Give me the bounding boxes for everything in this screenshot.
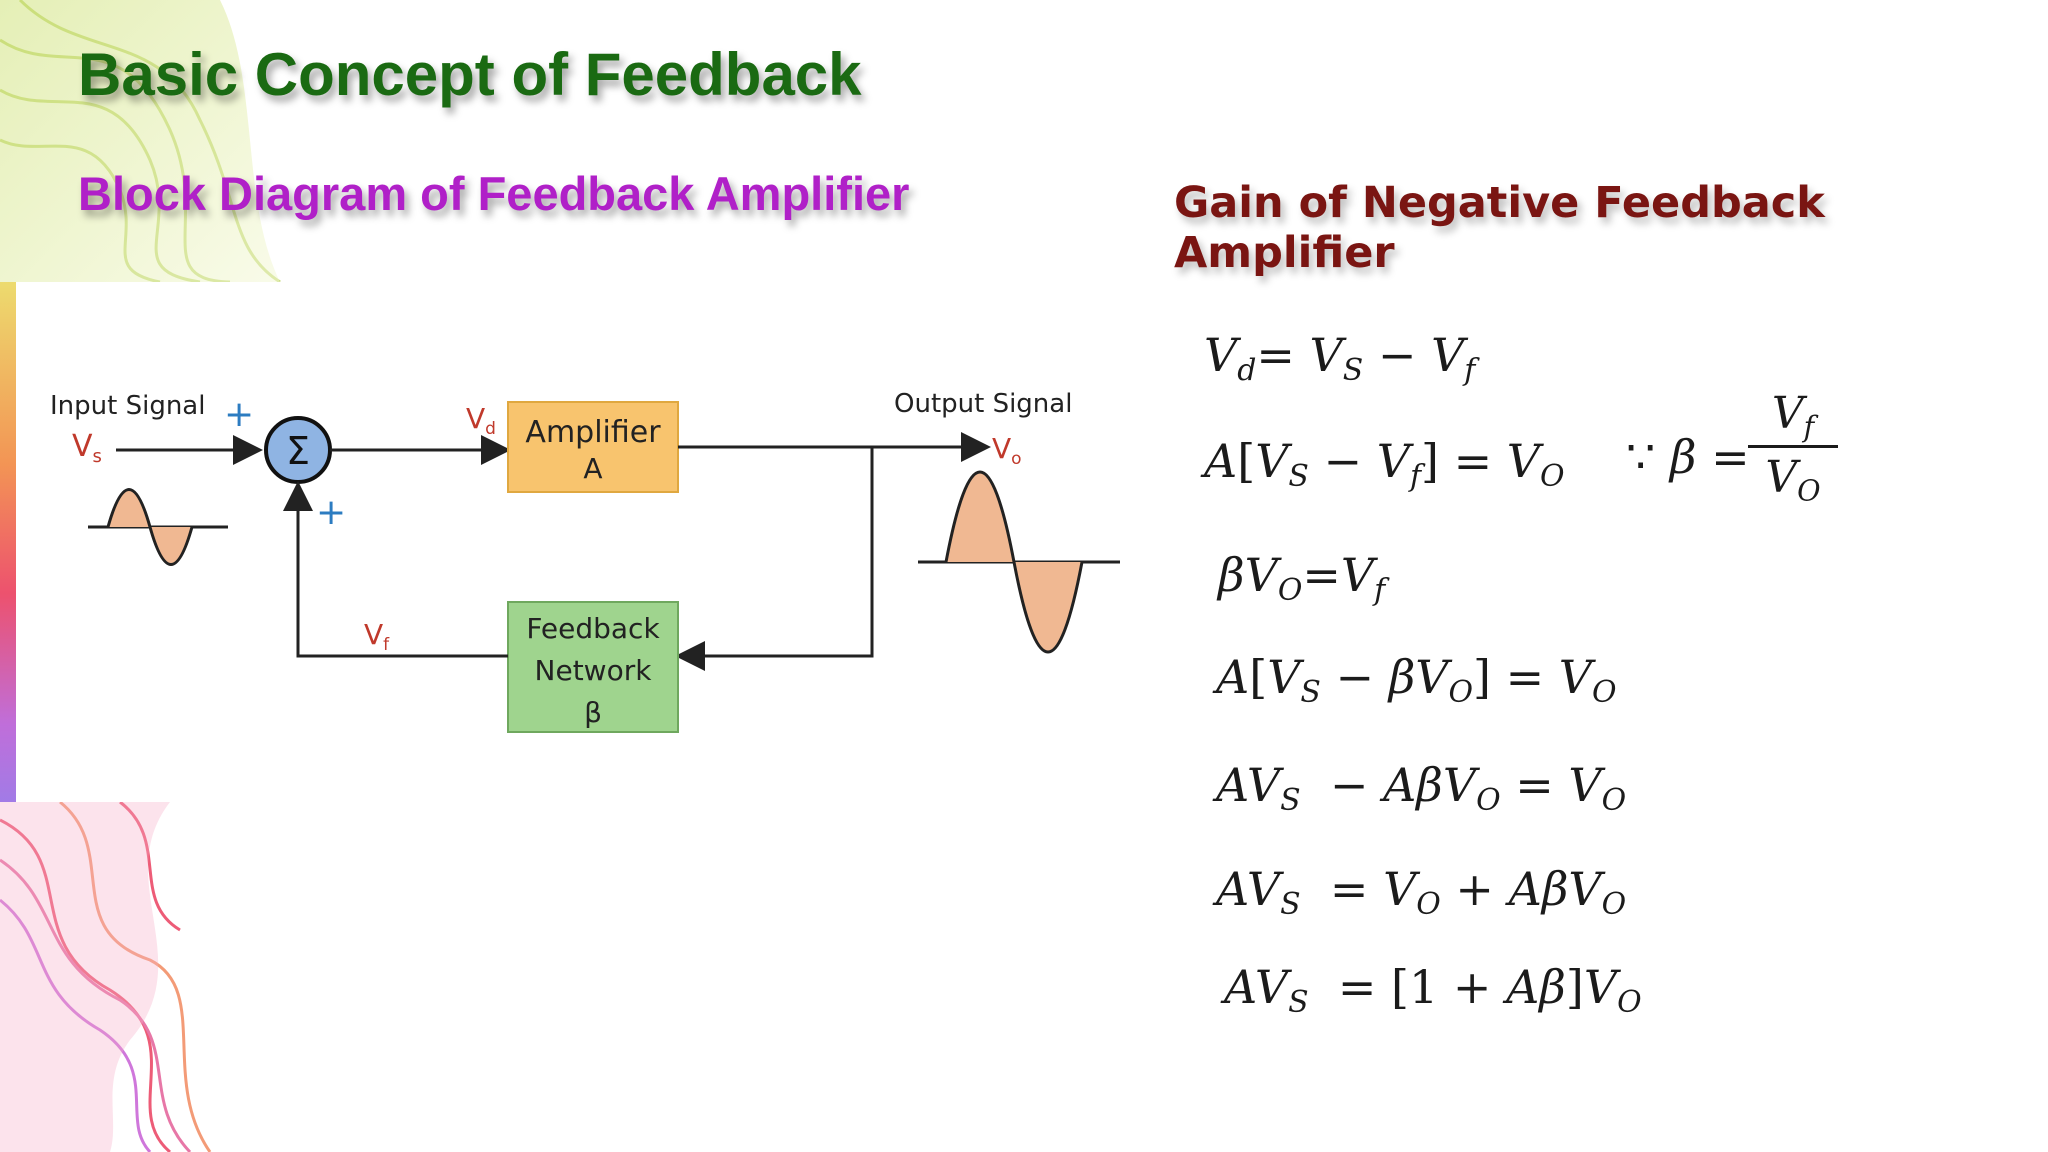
beta-fraction-numerator: Vf <box>1748 388 1838 448</box>
feedback-to-summer-path <box>283 481 508 658</box>
feedback-network-block <box>507 601 679 733</box>
vd-symbol: Vd <box>466 402 496 439</box>
input-wave <box>106 488 194 566</box>
feedback-label-line2: Network <box>535 654 653 687</box>
input-vs-symbol: Vs <box>72 429 102 467</box>
amplifier-gain-symbol: A <box>583 452 602 485</box>
output-vo-symbol: Vo <box>992 432 1022 469</box>
equation-beta-vo: βVO=Vf <box>1218 548 1386 608</box>
equation-substituted: A[VS − βVO] = VO <box>1216 650 1617 710</box>
equation-expanded: AVS − AβVO = VO <box>1216 758 1627 818</box>
gain-section-title: Gain of Negative Feedback Amplifier <box>1174 178 1825 278</box>
output-signal-label: Output Signal <box>894 389 1072 419</box>
amplifier-label: Amplifier <box>525 415 661 450</box>
equation-rearranged: AVS = VO + AβVO <box>1216 862 1627 922</box>
feedback-label-line1: Feedback <box>526 612 660 645</box>
equation-vd: Vd= VS − Vf <box>1204 328 1476 388</box>
equation-factored: AVS = [1 + Aβ]VO <box>1224 960 1642 1020</box>
summing-symbol: Σ <box>286 429 310 473</box>
slide-subtitle: Block Diagram of Feedback Amplifier <box>78 167 910 220</box>
left-edge-wash <box>0 282 18 802</box>
top-left-wash <box>0 0 280 282</box>
output-wave <box>944 470 1084 654</box>
equation-amplifier-output: A[VS − Vf] = VO <box>1204 434 1565 494</box>
because-beta-equals: ∵ β = <box>1626 430 1750 484</box>
beta-fraction: Vf VO <box>1748 388 1838 508</box>
feedback-return-path <box>675 447 874 671</box>
feedback-beta-symbol: β <box>584 696 602 729</box>
slide-title: Basic Concept of Feedback <box>78 41 862 108</box>
block-diagram: Input Signal Vs + Σ + Vd Amplifier A Out… <box>16 282 1136 802</box>
beta-fraction-denominator: VO <box>1765 452 1821 508</box>
vf-symbol: Vf <box>364 618 390 655</box>
plus-sign-top: + <box>224 394 254 435</box>
input-signal-label: Input Signal <box>50 391 205 421</box>
plus-sign-bottom: + <box>316 492 346 533</box>
bottom-left-ribbon <box>0 800 212 1152</box>
block-diagram-svg: Input Signal Vs + Σ + Vd Amplifier A Out… <box>50 389 1120 733</box>
bottom-left-wash <box>0 802 170 1152</box>
